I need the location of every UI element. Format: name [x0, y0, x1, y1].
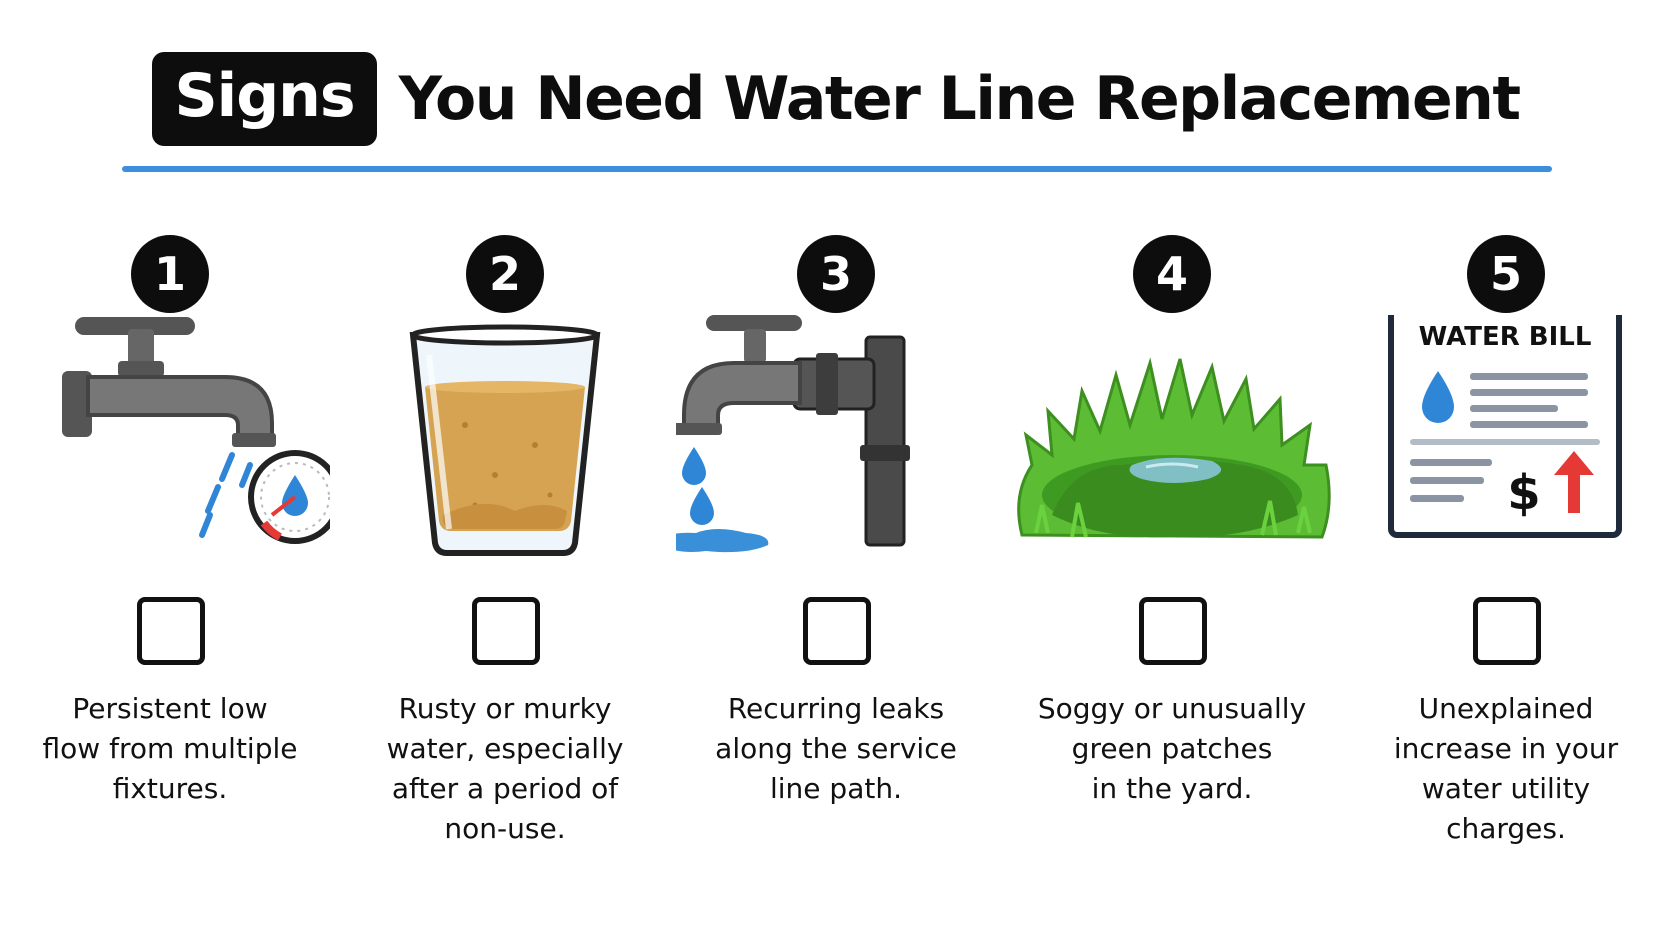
faucet-low-pressure-gauge-icon — [10, 315, 330, 575]
sign-checkbox-2[interactable] — [472, 597, 540, 665]
sign-caption-4: Soggy or unusually green patches in the … — [1037, 692, 1307, 805]
step-number-badge: 2 — [466, 235, 544, 313]
leaking-pipe-faucet-icon — [676, 315, 996, 575]
sign-item-1: 1 Persistent low flow from multiple fixt… — [10, 225, 330, 905]
sign-item-4: 4 Soggy or unusually green patches in th… — [1012, 225, 1332, 905]
step-number-badge: 1 — [131, 235, 209, 313]
sign-checkbox-1[interactable] — [137, 597, 205, 665]
sign-caption-1: Persistent low flow from multiple fixtur… — [42, 692, 298, 805]
title-underline — [122, 166, 1552, 172]
sign-caption-2: Rusty or murky water, especially after a… — [386, 692, 624, 845]
bill-label: WATER BILL — [1419, 322, 1592, 352]
dollar-sign-icon: $ — [1507, 465, 1540, 521]
page-title: You Need Water Line Replacement — [398, 64, 1521, 134]
murky-water-glass-icon — [345, 315, 665, 575]
sign-checkbox-5[interactable] — [1473, 597, 1541, 665]
water-bill-increase-icon: WATER BILL $ — [1346, 315, 1666, 575]
title-row: Signs You Need Water Line Replacement — [0, 52, 1672, 146]
soggy-green-grass-icon — [1012, 315, 1332, 575]
title-badge: Signs — [152, 52, 377, 146]
sign-item-5: 5 WATER BILL $ Unexplained increase in y… — [1346, 225, 1666, 905]
sign-checkbox-4[interactable] — [1139, 597, 1207, 665]
step-number-badge: 3 — [797, 235, 875, 313]
step-number-badge: 5 — [1467, 235, 1545, 313]
step-number-badge: 4 — [1133, 235, 1211, 313]
sign-item-3: 3 Recurring leaks along the service line… — [676, 225, 996, 905]
sign-caption-5: Unexplained increase in your water utili… — [1393, 692, 1619, 845]
sign-caption-3: Recurring leaks along the service line p… — [715, 692, 957, 805]
sign-checkbox-3[interactable] — [803, 597, 871, 665]
sign-item-2: 2 Rusty or murky water, especially after… — [345, 225, 665, 905]
